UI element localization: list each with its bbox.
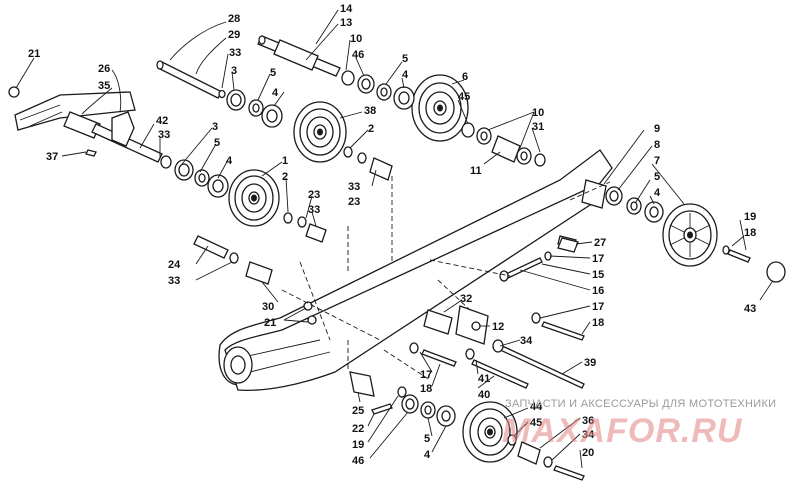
idler-wheel-1 [228,169,280,227]
callout-5-e: 5 [424,433,430,445]
idler-wheel-6 [411,74,469,142]
watermark-caption: ЗАПЧАСТИ И АКСЕССУАРЫ ДЛЯ МОТОТЕХНИКИ [505,398,777,410]
callout-34-b: 34 [582,429,595,441]
callout-28: 28 [228,13,240,25]
callout-18-b: 18 [592,317,604,329]
callout-33-b: 33 [348,181,360,193]
assembly-lines [281,176,611,381]
callout-27: 27 [594,237,606,249]
callout-4-b: 4 [402,69,409,81]
shaft-and-bracket [8,86,163,163]
callout-10-a: 10 [350,33,362,45]
callouts: 21 26 35 37 42 33 28 29 33 3 5 4 14 13 1… [15,3,773,469]
callout-18-c: 18 [420,383,432,395]
callout-6: 6 [462,71,468,83]
watermark-logo: MAXAFOR.RU [502,412,743,450]
callout-15: 15 [592,269,604,281]
callout-33-c: 33 [308,204,320,216]
callout-10-b: 10 [532,107,544,119]
callout-42: 42 [156,115,168,127]
callout-3-b: 3 [212,121,218,133]
callout-19-bottom: 19 [352,439,364,451]
callout-12: 12 [492,321,504,333]
callout-20: 20 [582,447,594,459]
callout-26: 26 [98,63,110,75]
callout-25: 25 [352,405,364,417]
callout-4-a: 4 [272,87,279,99]
callout-2-a: 2 [368,123,374,135]
callout-40: 40 [478,389,490,401]
callout-17-b: 17 [592,301,604,313]
callout-39: 39 [584,357,596,369]
callout-30: 30 [262,301,274,313]
callout-5-d: 5 [654,171,660,183]
upper-axle [257,35,341,77]
callout-31: 31 [532,121,544,133]
callout-22: 22 [352,423,364,435]
callout-5-c: 5 [214,137,220,149]
callout-43: 43 [744,303,756,315]
callout-34-a: 34 [520,335,533,347]
callout-23-b: 23 [308,189,320,201]
callout-46-b: 46 [352,455,364,467]
callout-17-a: 17 [592,253,604,265]
callout-11: 11 [470,165,482,177]
main-rail [14,91,613,391]
callout-9: 9 [654,123,660,135]
callout-21-bottom: 21 [264,317,276,329]
idler-wheel-38 [293,101,347,163]
callout-23-a: 23 [348,196,360,208]
callout-36: 36 [582,415,594,427]
callout-33-d: 33 [168,275,180,287]
callout-33-a: 33 [229,47,241,59]
callout-7: 7 [654,155,660,167]
callout-38: 38 [364,105,376,117]
callout-19-right: 19 [744,211,756,223]
callout-45-b: 45 [530,417,542,429]
callout-5-a: 5 [270,67,276,79]
callout-14: 14 [340,3,353,15]
callout-13: 13 [340,17,352,29]
callout-4-d: 4 [654,187,661,199]
bolts-and-pins [193,235,786,481]
callout-45-a: 45 [458,91,470,103]
callout-41: 41 [478,373,490,385]
long-axle [156,60,223,99]
callout-2-b: 2 [282,171,288,183]
callout-24: 24 [168,259,181,271]
idler-wheel-44 [462,401,518,463]
callout-4-c: 4 [226,155,233,167]
callout-46-a: 46 [352,49,364,61]
callout-33-left: 33 [158,129,170,141]
callout-16: 16 [592,285,604,297]
callout-18-right: 18 [744,227,756,239]
bearings-and-washers [160,70,664,468]
callout-29: 29 [228,29,240,41]
callout-8: 8 [654,139,660,151]
callout-4-e: 4 [424,449,431,461]
callout-35: 35 [98,80,110,92]
callout-21-top: 21 [28,48,40,60]
callout-1: 1 [282,155,288,167]
spoked-wheel-7 [662,203,718,267]
callout-3-a: 3 [231,65,237,77]
callout-44: 44 [530,401,543,413]
callout-37: 37 [46,151,58,163]
callout-5-b: 5 [402,53,408,65]
callout-32: 32 [460,293,472,305]
callout-17-c: 17 [420,369,432,381]
